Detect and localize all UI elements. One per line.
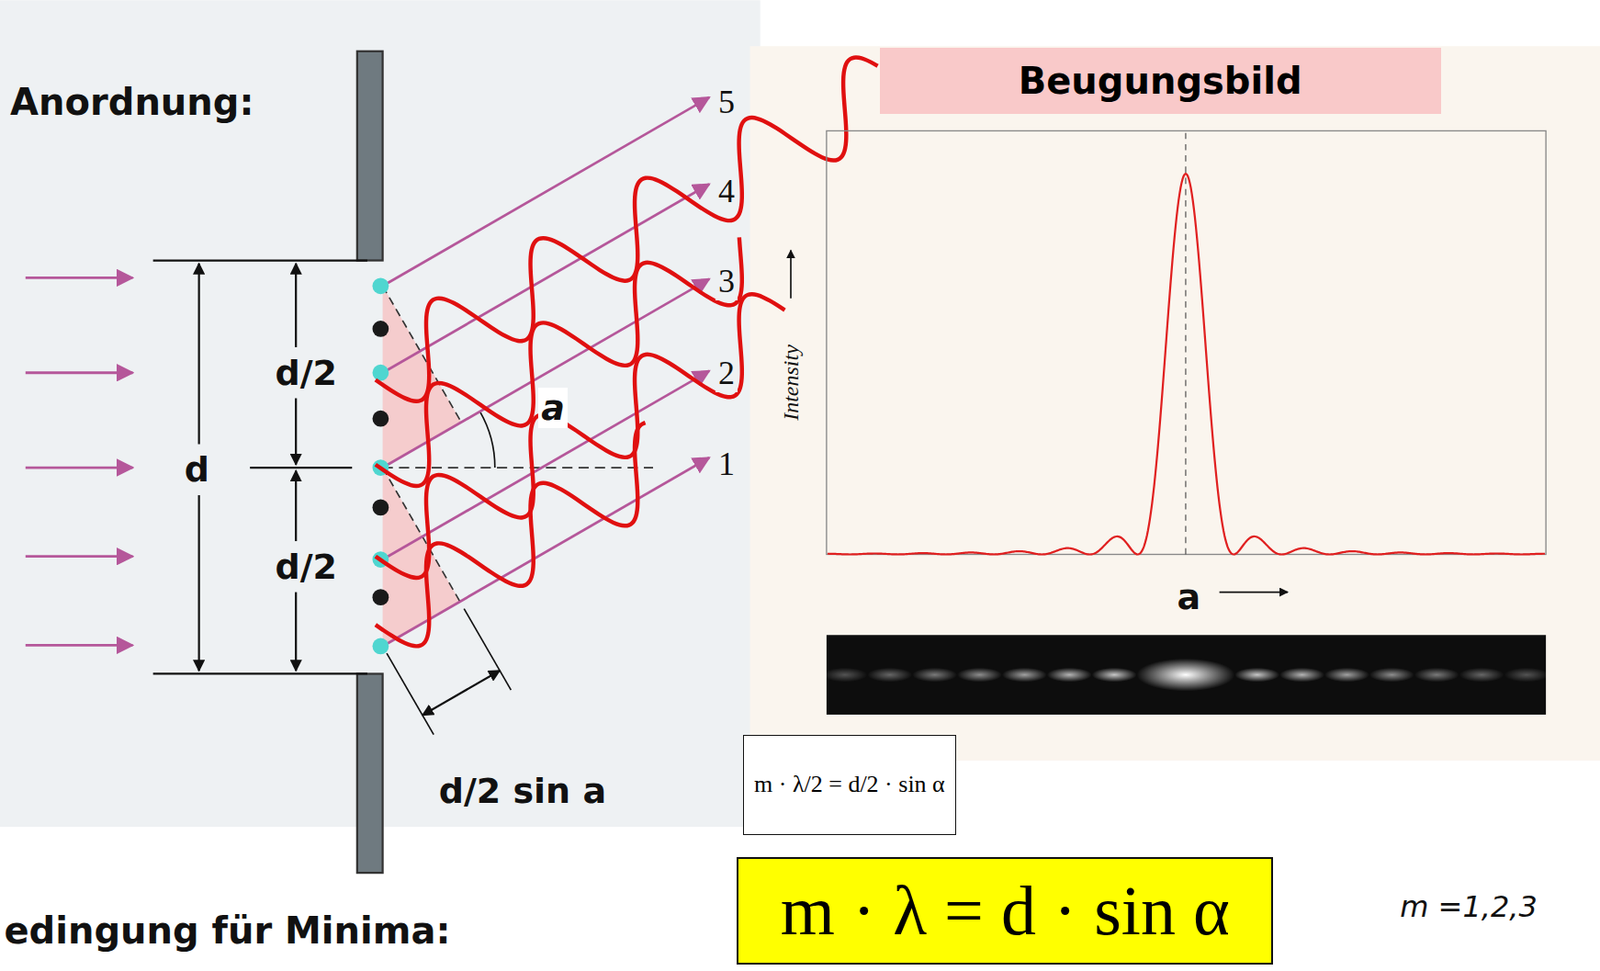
path-difference-triangle	[383, 467, 461, 646]
side-spot	[957, 667, 1003, 683]
annotation-label: d/2	[272, 352, 341, 394]
ray-number: 3	[715, 261, 738, 301]
chart-ground	[750, 45, 1600, 761]
node-text: Beugungsbild	[1018, 59, 1303, 102]
diffracted-ray	[383, 279, 710, 468]
title-band: Beugungsbild	[879, 47, 1442, 114]
light-wave	[375, 293, 786, 578]
diffracted-ray	[383, 457, 710, 646]
dimension-arrow	[294, 592, 297, 672]
incoming-ray	[25, 466, 134, 470]
incoming-ray	[25, 554, 134, 558]
dimension-arrow	[294, 263, 297, 348]
side-spot	[1279, 667, 1325, 683]
ray-number: 5	[715, 82, 738, 122]
side-spot	[1504, 667, 1550, 683]
annotation-label: Anordnung:	[10, 80, 254, 124]
dimension-arrow	[294, 398, 297, 465]
node-text: m · λ/2 = d/2 · sin α	[754, 770, 946, 799]
side-spot	[912, 667, 958, 683]
bright-spot	[1137, 658, 1236, 692]
optical-axis	[383, 466, 654, 469]
annotation-label: d	[181, 449, 213, 490]
side-spot	[1092, 667, 1138, 683]
source-point	[372, 364, 390, 382]
side-spot	[1002, 667, 1048, 683]
wavefront-line	[383, 467, 461, 602]
diffracted-ray	[383, 183, 710, 372]
side-spot	[822, 667, 868, 683]
source-point	[372, 638, 390, 655]
source-point	[372, 588, 390, 606]
source-point	[372, 320, 390, 338]
slit-wall	[357, 51, 384, 261]
diffracted-ray	[383, 97, 710, 286]
dimension-line	[153, 259, 368, 261]
dimension-line	[249, 466, 352, 469]
source-point	[372, 277, 390, 294]
dimension-arrow	[198, 263, 201, 445]
slit-wall	[357, 673, 384, 873]
incoming-ray	[25, 643, 134, 647]
dimension-line	[153, 672, 368, 675]
center-line	[1184, 133, 1186, 555]
annotation-label: m =1,2,3	[1399, 889, 1538, 924]
source-point	[372, 410, 390, 428]
dimension-arrow	[294, 470, 297, 541]
intensity-curve	[827, 173, 1545, 554]
ray-number: 4	[715, 171, 738, 211]
path-difference-triangle	[383, 285, 462, 468]
result-formula-box: m · λ = d · sin α	[736, 856, 1274, 965]
side-spot	[1369, 667, 1415, 683]
incoming-ray	[25, 276, 134, 280]
annotation-label: d/2 sin a	[439, 770, 607, 812]
dimension-arrow	[198, 495, 201, 671]
light-wave	[375, 422, 646, 646]
angle-arc	[479, 411, 495, 468]
side-spot	[1459, 667, 1505, 683]
annotation-label: d/2	[272, 546, 341, 587]
formula-box: m · λ/2 = d/2 · sin α	[743, 734, 957, 835]
side-spot	[867, 667, 913, 683]
axis-label: Intensity	[777, 344, 803, 421]
side-spot	[1324, 667, 1370, 683]
ray-number: 1	[715, 444, 738, 484]
path-difference-arrow	[422, 670, 500, 716]
side-spot	[1234, 667, 1280, 683]
annotation-label: edingung für Minima:	[3, 909, 451, 952]
incoming-ray	[25, 371, 134, 374]
source-point	[372, 498, 390, 516]
ray-number: 2	[715, 353, 738, 393]
axis-arrow	[789, 249, 792, 298]
light-wave	[375, 57, 879, 402]
diffraction-strip	[826, 634, 1546, 715]
node-text: m · λ = d · sin α	[780, 870, 1230, 951]
side-spot	[1047, 667, 1093, 683]
side-spot	[1414, 667, 1460, 683]
light-wave	[375, 236, 743, 486]
axis-arrow	[1219, 591, 1288, 594]
annotation-label: a	[1176, 576, 1201, 618]
extension-line	[386, 653, 434, 735]
plot-frame	[826, 130, 1546, 554]
diffracted-ray	[383, 371, 710, 560]
annotation-label: a	[538, 387, 568, 429]
